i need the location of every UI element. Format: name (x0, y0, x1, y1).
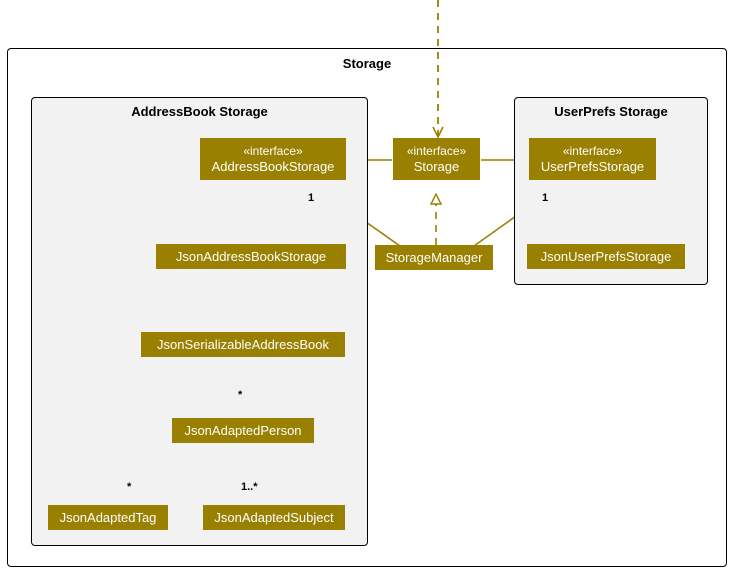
class-name: JsonAdaptedTag (59, 509, 157, 525)
class-name: JsonAdaptedPerson (184, 422, 302, 438)
class-name: UserPrefsStorage (540, 158, 645, 174)
class-storage-manager[interactable]: StorageManager (375, 245, 493, 270)
class-name: JsonUserPrefsStorage (540, 248, 672, 264)
multiplicity-subject: 1..* (241, 481, 258, 493)
class-json-serializable-address-book[interactable]: JsonSerializableAddressBook (141, 332, 345, 357)
class-stereotype: «interface» (562, 143, 623, 158)
class-name: JsonAdaptedSubject (214, 509, 334, 525)
class-storage-interface[interactable]: «interface» Storage (393, 138, 480, 180)
multiplicity-addressbook: 1 (308, 192, 315, 204)
class-json-adapted-subject[interactable]: JsonAdaptedSubject (203, 505, 345, 530)
class-name: AddressBookStorage (211, 158, 335, 174)
class-json-adapted-tag[interactable]: JsonAdaptedTag (48, 505, 168, 530)
class-json-user-prefs-storage[interactable]: JsonUserPrefsStorage (527, 244, 685, 269)
class-user-prefs-storage[interactable]: «interface» UserPrefsStorage (529, 138, 656, 180)
multiplicity-person: * (238, 389, 243, 401)
multiplicity-userprefs: 1 (542, 192, 549, 204)
package-addressbook-storage-title: AddressBook Storage (131, 104, 268, 119)
class-stereotype: «interface» (406, 143, 467, 158)
class-name: Storage (413, 158, 460, 174)
class-name: JsonAddressBookStorage (175, 248, 327, 264)
class-name: JsonSerializableAddressBook (157, 336, 329, 352)
package-storage (7, 48, 727, 567)
class-stereotype: «interface» (243, 143, 303, 158)
multiplicity-tag: * (127, 481, 132, 493)
class-json-address-book-storage[interactable]: JsonAddressBookStorage (156, 244, 346, 269)
package-userprefs-storage-title: UserPrefs Storage (554, 104, 668, 119)
package-storage-title: Storage (342, 56, 392, 71)
class-json-adapted-person[interactable]: JsonAdaptedPerson (172, 418, 314, 443)
class-address-book-storage[interactable]: «interface» AddressBookStorage (200, 138, 346, 180)
class-name: StorageManager (385, 249, 483, 265)
